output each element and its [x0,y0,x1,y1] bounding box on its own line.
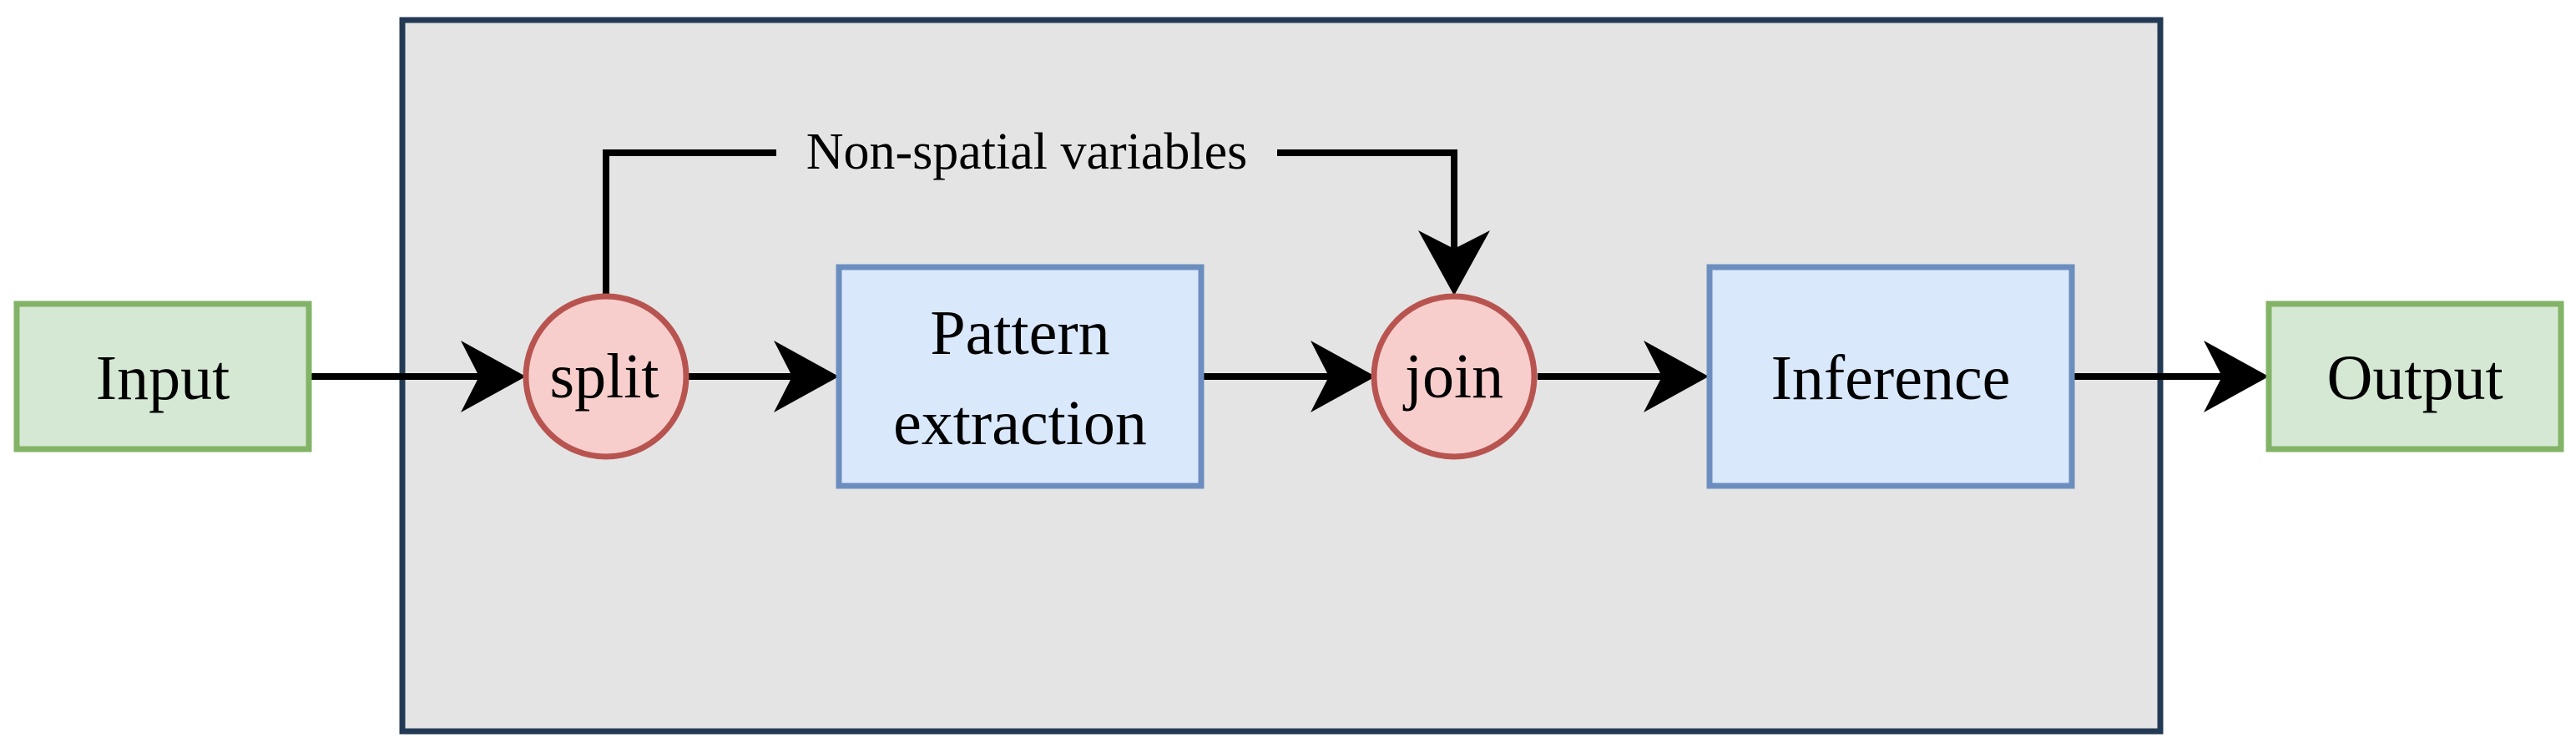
arrowhead-non-spatial [1418,230,1490,296]
node-input-box [13,301,312,452]
node-output: Output [2265,301,2564,452]
arrowhead-input-split [461,341,526,412]
arrowhead-inference-output [2204,341,2269,412]
node-pattern-extraction-label-line2: extraction [893,388,1147,458]
node-input: Input [13,301,312,452]
node-output-label: Output [2326,343,2503,413]
node-split-label: split [550,341,659,412]
node-join: join [1371,293,1538,460]
arrowhead-pattern-join [1311,341,1376,412]
node-join-label: join [1402,341,1503,412]
node-split-circle [523,293,689,460]
edge-non-spatial-left [603,149,776,294]
arrowhead-split-pattern [774,341,839,412]
node-inference: Inference [1706,264,2075,489]
edge-label-non-spatial: Non-spatial variables [806,124,1248,180]
node-pattern-extraction-box [836,264,1205,489]
node-output-box [2265,301,2564,452]
node-inference-box [1706,264,2075,489]
node-inference-label: Inference [1771,343,2011,413]
node-join-circle [1371,293,1538,460]
arrowhead-join-inference [1644,341,1709,412]
edge-non-spatial-right [1277,149,1457,263]
node-pattern-extraction: Pattern extraction [836,264,1205,489]
node-pattern-extraction-label-line1: Pattern [930,298,1109,368]
node-split: split [523,293,689,460]
node-input-label: Input [96,343,230,413]
